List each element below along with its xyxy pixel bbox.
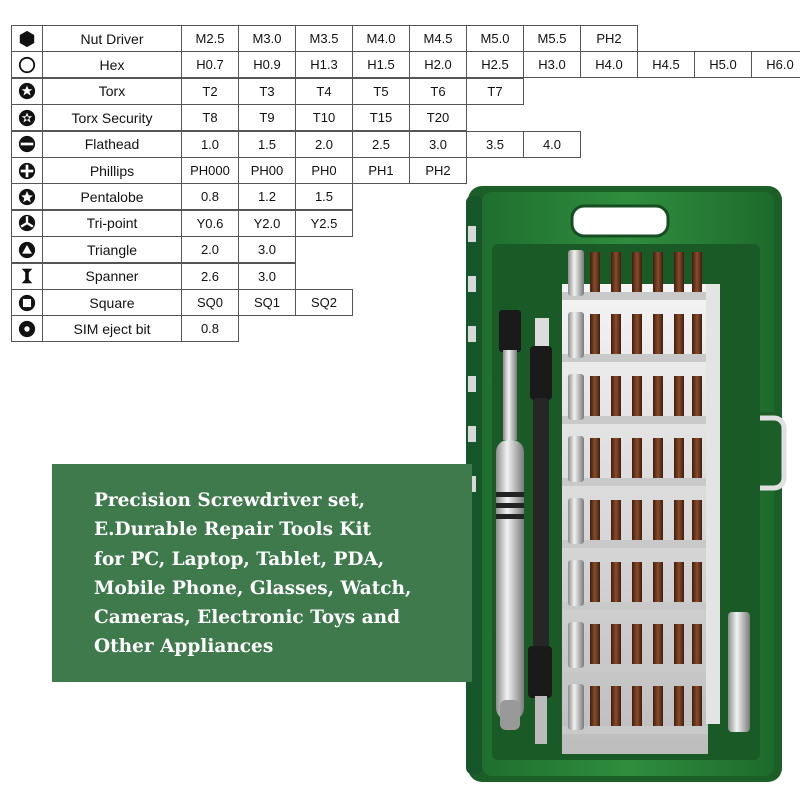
bit-size-cell: M5.5 [523,25,581,52]
bit-size-cell: 0.8 [181,315,239,343]
spanner-icon [11,262,43,290]
bit-type-name: Flathead [42,130,182,158]
pentalobe-icon [11,183,43,211]
sim-eject-icon [11,315,43,343]
flathead-icon [11,130,43,158]
bit-size-cell: H2.5 [466,51,524,79]
banner-line: for PC, Laptop, Tablet, PDA, [94,548,385,570]
bit-size-cell: 4.0 [523,130,581,158]
bit-type-name: SIM eject bit [42,315,182,343]
bit-size-cell: H3.0 [523,51,581,79]
bit-size-cell: T5 [352,77,410,105]
bit-size-cell: T10 [295,104,353,132]
phillips-icon [11,157,43,184]
bit-size-cell: Y0.6 [181,209,239,237]
tri-point-icon [11,209,43,237]
bit-type-name: Pentalobe [42,183,182,211]
bit-size-cell: PH1 [352,157,410,184]
bit-size-cell: H1.5 [352,51,410,79]
bit-size-cell: 0.8 [181,183,239,211]
banner-line: Other Appliances [94,636,274,658]
bit-size-cell: 2.6 [181,262,239,290]
bit-size-cell: M3.0 [238,25,296,52]
bit-size-cell: PH2 [409,157,467,184]
bit-size-cell: 1.2 [238,183,296,211]
bit-size-cell: PH2 [580,25,638,52]
bit-size-cell: T15 [352,104,410,132]
bit-size-cell: Y2.5 [295,209,353,237]
bit-size-cell: H6.0 [751,51,800,79]
bit-size-cell: 3.0 [238,262,296,290]
bit-size-cell: 1.5 [295,183,353,211]
bit-type-name: Triangle [42,236,182,264]
bit-size-cell: M4.5 [409,25,467,52]
bit-size-cell: PH000 [181,157,239,184]
bit-size-cell: H4.5 [637,51,695,79]
bit-size-cell: 3.5 [466,130,524,158]
bit-size-cell: H5.0 [694,51,752,79]
bit-size-cell: H0.7 [181,51,239,79]
bit-size-cell: SQ0 [181,289,239,316]
bit-size-cell: 2.0 [181,236,239,264]
bit-size-cell: T6 [409,77,467,105]
bit-size-cell: SQ2 [295,289,353,316]
banner-line: E.Durable Repair Tools Kit [94,519,372,541]
bit-size-cell: 3.0 [238,236,296,264]
bit-type-name: Spanner [42,262,182,290]
torx-icon [11,77,43,105]
bit-size-cell: M4.0 [352,25,410,52]
triangle-icon [11,236,43,264]
bit-size-cell: 1.5 [238,130,296,158]
bit-type-name: Tri-point [42,209,182,237]
bit-size-cell: H4.0 [580,51,638,79]
hex-icon [11,51,43,79]
bit-size-cell: M3.5 [295,25,353,52]
bit-size-cell: H0.9 [238,51,296,79]
bit-size-cell: 1.0 [181,130,239,158]
bit-size-cell: H2.0 [409,51,467,79]
bit-size-cell: M2.5 [181,25,239,52]
bit-size-cell: T2 [181,77,239,105]
bit-size-cell: H1.3 [295,51,353,79]
bit-type-name: Nut Driver [42,25,182,52]
bit-size-cell: T20 [409,104,467,132]
bit-size-cell: T3 [238,77,296,105]
bit-size-cell: Y2.0 [238,209,296,237]
bit-type-name: Torx [42,77,182,105]
banner-line: Cameras, Electronic Toys and [94,607,401,629]
bit-size-cell: 3.0 [409,130,467,158]
bit-size-cell: SQ1 [238,289,296,316]
bit-size-cell: 2.5 [352,130,410,158]
torx-security-icon [11,104,43,132]
bit-size-cell: T8 [181,104,239,132]
product-description-banner: Precision Screwdriver set, E.Durable Rep… [52,464,472,682]
bit-size-cell: T4 [295,77,353,105]
bit-size-cell: T7 [466,77,524,105]
bit-size-cell: M5.0 [466,25,524,52]
bit-size-cell: PH00 [238,157,296,184]
bit-size-cell: T9 [238,104,296,132]
bit-type-name: Torx Security [42,104,182,132]
banner-line: Precision Screwdriver set, [94,490,366,511]
square-icon [11,289,43,316]
nut-driver-icon [11,25,43,52]
banner-line: Mobile Phone, Glasses, Watch, [94,577,412,599]
bit-type-name: Phillips [42,157,182,184]
bit-size-cell: PH0 [295,157,353,184]
bit-size-cell: 2.0 [295,130,353,158]
bit-type-name: Square [42,289,182,316]
bit-type-name: Hex [42,51,182,79]
